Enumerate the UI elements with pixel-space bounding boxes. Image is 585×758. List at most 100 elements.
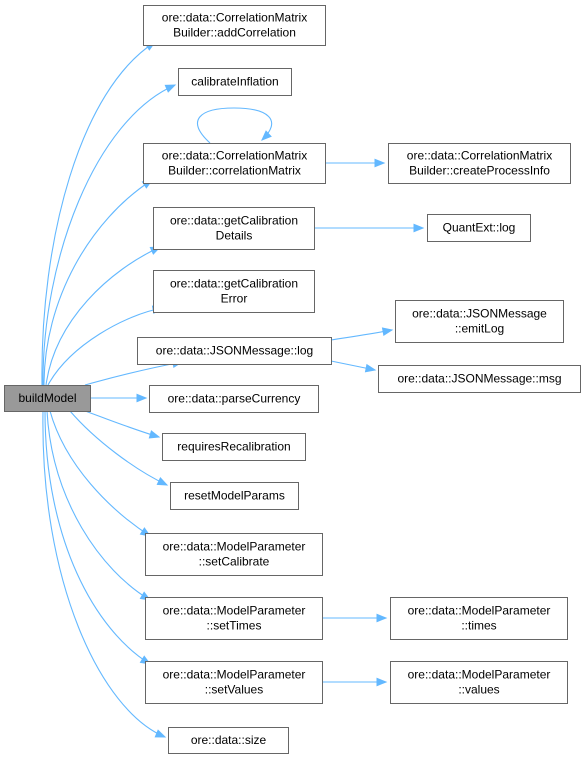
node-box[interactable] <box>145 597 323 640</box>
edge-setTimes-to-times <box>322 613 388 623</box>
node-box[interactable] <box>178 68 292 96</box>
node-jsonMessageLog[interactable]: ore::data::JSONMessage::log <box>137 337 332 365</box>
node-label: ore::data::ModelParameter <box>163 668 306 682</box>
node-label: ::setCalibrate <box>199 555 270 569</box>
node-label: ore::data::CorrelationMatrix <box>162 149 307 163</box>
node-label: ::setValues <box>205 683 263 697</box>
edge-arrowhead <box>261 130 272 141</box>
edge-line <box>84 410 160 438</box>
edge-line <box>69 410 168 486</box>
node-box[interactable] <box>145 533 323 576</box>
node-label: ore::data::ModelParameter <box>163 540 306 554</box>
node-label: ::setTimes <box>207 619 262 633</box>
node-label: ore::data::CorrelationMatrix <box>407 149 552 163</box>
node-emitLog[interactable]: ore::data::JSONMessage::emitLog <box>395 300 564 343</box>
node-createProcessInfo[interactable]: ore::data::CorrelationMatrixBuilder::cre… <box>388 143 571 184</box>
node-label: ore::data::JSONMessage <box>412 307 547 321</box>
node-label: Builder::correlationMatrix <box>168 164 301 178</box>
edge-setValues-to-values <box>321 677 388 687</box>
node-label: Details <box>216 229 253 243</box>
edge-arrowhead <box>376 613 388 623</box>
edge-line <box>43 179 153 386</box>
nodes-layer: buildModelore::data::CorrelationMatrixBu… <box>4 5 581 754</box>
edge-line <box>197 107 273 144</box>
edge-arrowhead <box>136 393 148 403</box>
node-box[interactable] <box>149 385 319 413</box>
node-values[interactable]: ore::data::ModelParameter::values <box>390 661 568 704</box>
edge-buildModel-to-addCorrelation <box>41 41 157 386</box>
edge-buildModel-to-setValues <box>44 410 152 665</box>
node-parseCurrency[interactable]: ore::data::parseCurrency <box>149 385 319 413</box>
edge-getCalibrationDetails-to-quantExtLog <box>314 223 425 233</box>
node-label: Builder::createProcessInfo <box>409 164 550 178</box>
edge-jsonMessageLog-to-emitLog <box>330 327 394 341</box>
node-box[interactable] <box>170 482 299 510</box>
node-resetModelParams[interactable]: resetModelParams <box>170 482 299 510</box>
node-box[interactable] <box>143 5 326 46</box>
node-msg[interactable]: ore::data::JSONMessage::msg <box>378 365 581 393</box>
node-setTimes[interactable]: ore::data::ModelParameter::setTimes <box>145 597 323 640</box>
node-label: ore::data::getCalibration <box>170 214 298 228</box>
node-label: ore::data::parseCurrency <box>168 392 301 406</box>
node-label: ore::data::CorrelationMatrix <box>162 11 307 25</box>
node-correlationMatrix[interactable]: ore::data::CorrelationMatrixBuilder::cor… <box>143 143 326 184</box>
node-box[interactable] <box>162 433 306 461</box>
node-calibrateInflation[interactable]: calibrateInflation <box>178 68 292 96</box>
node-buildModel[interactable]: buildModel <box>4 385 91 412</box>
node-box[interactable] <box>378 365 581 393</box>
node-label: calibrateInflation <box>191 75 278 89</box>
node-box[interactable] <box>388 143 571 184</box>
edge-arrowhead <box>154 729 167 738</box>
node-label: Error <box>221 292 248 306</box>
node-label: Builder::addCorrelation <box>173 26 296 40</box>
node-label: ::emitLog <box>455 322 504 336</box>
node-requiresRecalibration[interactable]: requiresRecalibration <box>162 433 306 461</box>
edge-correlationMatrix-to-correlationMatrix <box>197 107 273 144</box>
edge-line <box>42 84 176 386</box>
node-setValues[interactable]: ore::data::ModelParameter::setValues <box>145 661 323 704</box>
node-times[interactable]: ore::data::ModelParameter::times <box>390 597 568 640</box>
node-box[interactable] <box>390 597 568 640</box>
node-label: ore::data::ModelParameter <box>408 668 551 682</box>
node-label: ore::data::size <box>191 733 267 747</box>
node-box[interactable] <box>145 661 323 704</box>
edge-correlationMatrix-to-createProcessInfo <box>325 158 386 168</box>
node-size[interactable]: ore::data::size <box>168 727 289 754</box>
node-label: resetModelParams <box>184 489 285 503</box>
node-label: requiresRecalibration <box>177 440 290 454</box>
node-box[interactable] <box>153 270 315 313</box>
node-quantExtLog[interactable]: QuantExt::log <box>427 214 531 242</box>
node-box[interactable] <box>153 207 315 250</box>
edge-arrowhead <box>376 677 388 687</box>
edge-line <box>44 410 151 665</box>
node-label: ore::data::ModelParameter <box>408 604 551 618</box>
node-addCorrelation[interactable]: ore::data::CorrelationMatrixBuilder::add… <box>143 5 326 46</box>
edge-line <box>84 361 183 386</box>
node-label: QuantExt::log <box>443 221 516 235</box>
node-box[interactable] <box>168 727 289 754</box>
node-label: ::times <box>461 619 496 633</box>
edge-arrowhead <box>156 477 169 486</box>
node-box[interactable] <box>137 337 332 365</box>
node-setCalibrate[interactable]: ore::data::ModelParameter::setCalibrate <box>145 533 323 576</box>
edge-buildModel-to-requiresRecalibration <box>84 410 161 439</box>
edge-line <box>42 410 166 738</box>
node-box[interactable] <box>427 214 531 242</box>
edge-arrowhead <box>164 84 177 93</box>
edge-buildModel-to-calibrateInflation <box>42 84 177 386</box>
node-box[interactable] <box>143 143 326 184</box>
node-label: buildModel <box>18 391 76 405</box>
edge-buildModel-to-size <box>42 410 167 738</box>
node-box[interactable] <box>4 385 91 412</box>
edge-arrowhead <box>374 158 386 168</box>
node-label: ore::data::JSONMessage::log <box>156 344 313 358</box>
node-box[interactable] <box>395 300 564 343</box>
node-label: ore::data::ModelParameter <box>163 604 306 618</box>
edge-buildModel-to-parseCurrency <box>90 393 148 403</box>
node-box[interactable] <box>390 661 568 704</box>
node-label: ore::data::getCalibration <box>170 277 298 291</box>
edge-arrowhead <box>381 327 394 336</box>
